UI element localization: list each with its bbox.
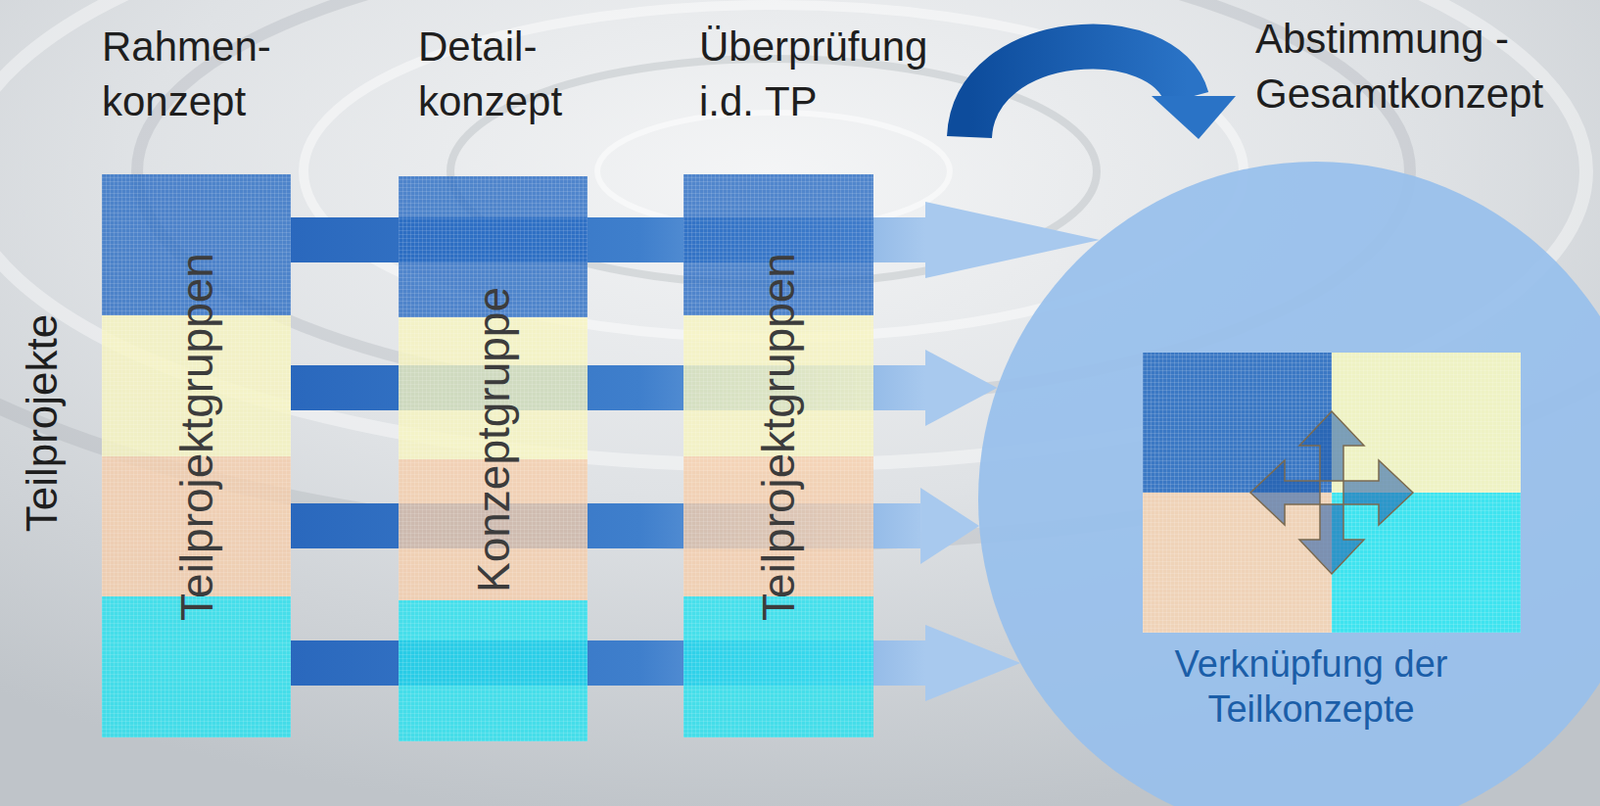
column-heading-box: Rahmen- konzept: [101, 19, 298, 130]
concept-quadrant: [1142, 492, 1332, 633]
column-group-label: Teilprojektgruppen: [172, 252, 222, 621]
curved-arrow-head: [1151, 95, 1236, 140]
column-heading-box: Überprüfung i.d. TP: [699, 19, 964, 130]
flow-arrow: [290, 349, 997, 426]
merge-circle: Verknüpfung der Teilkonzepte: [978, 161, 1600, 806]
arrow-head: [925, 349, 997, 426]
column-group-label: Konzeptgruppe: [469, 285, 518, 592]
column-heading: Detail- konzept: [418, 19, 614, 130]
concept-quadrant: [1331, 492, 1521, 633]
linked-squares: [1142, 352, 1521, 633]
circle-caption: Verknüpfung der Teilkonzepte: [1115, 641, 1507, 732]
circle-text-box: Verknüpfung der Teilkonzepte: [1115, 641, 1507, 732]
link-arrow: [1299, 504, 1365, 574]
concept-quadrant: [1331, 352, 1521, 493]
column-heading-box: Detail- konzept: [418, 19, 614, 130]
column-heading: Überprüfung i.d. TP: [699, 19, 964, 130]
axis-label: Teilprojekte: [12, 314, 71, 533]
link-arrow: [1250, 460, 1320, 525]
flow-arrow: [290, 487, 980, 565]
phase-column: Detail- konzeptKonzeptgruppe: [398, 176, 588, 742]
curved-arrow-body: [969, 47, 1187, 138]
link-arrows-symbol: [1142, 352, 1521, 633]
free-label-box: Abstimmung - Gesamtkonzept: [1255, 11, 1589, 122]
arrow-head: [920, 487, 980, 565]
phase-band: [398, 600, 588, 742]
column-heading: Rahmen- konzept: [101, 19, 298, 130]
arrow-head: [925, 624, 1021, 702]
concept-quadrant: [1142, 352, 1332, 493]
circle-fill: [978, 161, 1600, 806]
link-arrow: [1299, 411, 1365, 481]
column-group-label: Teilprojektgruppen: [753, 252, 803, 621]
link-arrow: [1343, 460, 1413, 525]
phase-column: Überprüfung i.d. TPTeilprojektgruppen: [683, 174, 874, 738]
phase-column: Rahmen- konzeptTeilprojektgruppen: [101, 174, 291, 738]
heading-label: Abstimmung - Gesamtkonzept: [1255, 11, 1589, 122]
